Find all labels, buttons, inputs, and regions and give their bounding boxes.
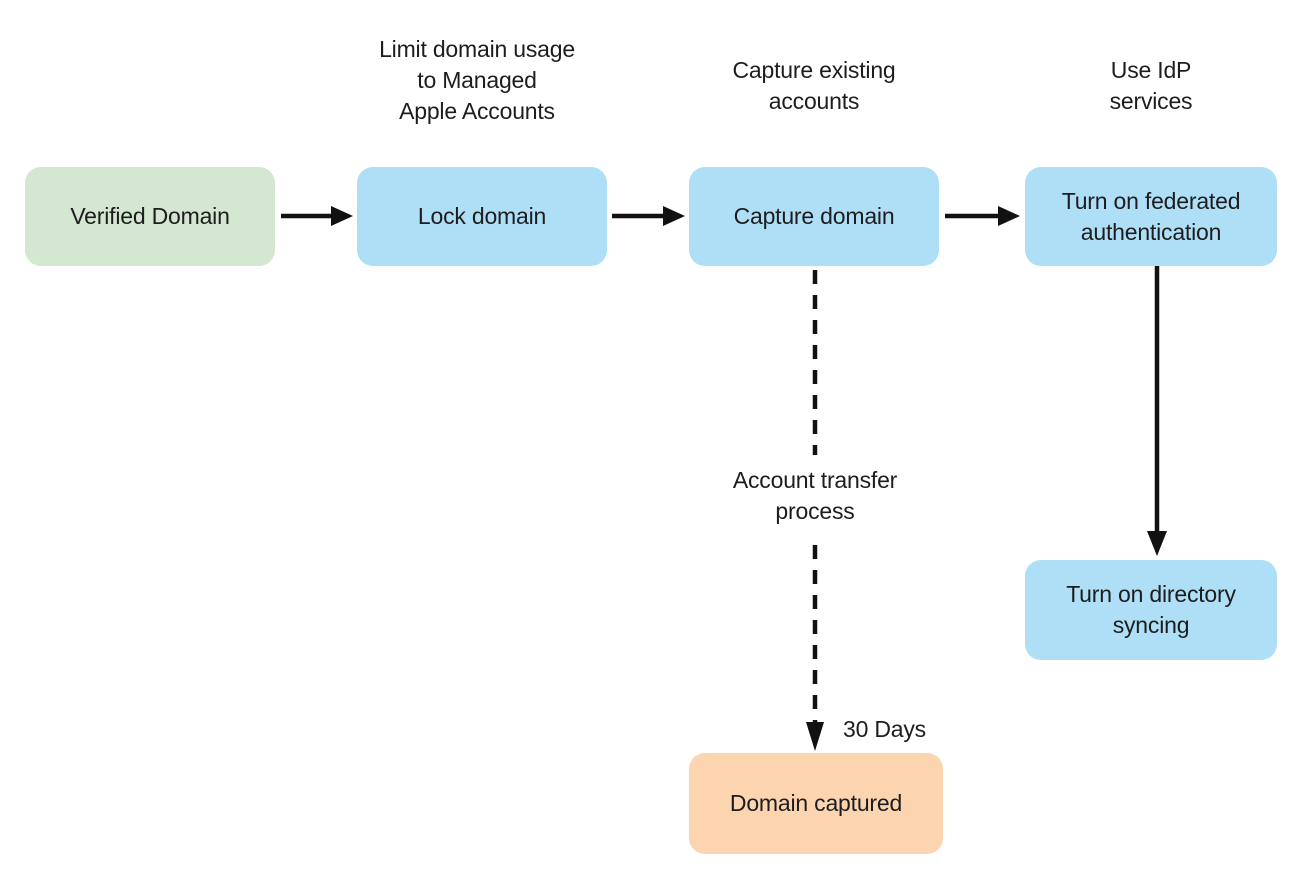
node-capture-domain-label: Capture domain [733, 203, 895, 229]
node-domain-captured: Domain captured [689, 753, 943, 854]
annotation-capture-existing-accounts: Capture existing accounts [664, 55, 964, 117]
annotation-line: process [775, 498, 855, 524]
annotation-line: Capture existing [732, 57, 896, 83]
node-verified-domain-label: Verified Domain [70, 203, 230, 229]
node-federated-authentication-label: Turn on federated authentication [1061, 187, 1241, 245]
node-lock-domain: Lock domain [357, 167, 607, 266]
node-lock-domain-label: Lock domain [417, 203, 547, 229]
node-verified-domain: Verified Domain [25, 167, 275, 266]
annotation-line: to Managed [417, 67, 537, 93]
node-capture-domain: Capture domain [689, 167, 939, 266]
annotation-line: Use IdP [1110, 57, 1192, 83]
annotation-line: services [1109, 88, 1193, 114]
node-directory-syncing: Turn on directory syncing [1025, 560, 1277, 660]
annotation-line: Limit domain usage [379, 36, 575, 62]
annotation-line: Account transfer [732, 467, 898, 493]
annotation-account-transfer-process: Account transfer process [665, 455, 965, 537]
annotation-use-idp-services: Use IdP services [1001, 55, 1296, 117]
annotation-line: Apple Accounts [399, 98, 555, 124]
node-directory-syncing-label: Turn on directory syncing [1066, 581, 1236, 638]
arrow-capture-to-federated [945, 206, 1020, 226]
annotation-limit-domain-usage: Limit domain usage to Managed Apple Acco… [327, 34, 627, 127]
arrow-lock-to-capture [612, 206, 685, 226]
node-domain-captured-label: Domain captured [729, 790, 903, 816]
arrow-federated-to-directory [1147, 266, 1167, 556]
arrow-verified-to-lock [281, 206, 353, 226]
annotation-line: accounts [768, 88, 860, 114]
annotation-thirty-days: 30 Days [843, 716, 926, 742]
node-federated-authentication: Turn on federated authentication [1025, 167, 1277, 266]
